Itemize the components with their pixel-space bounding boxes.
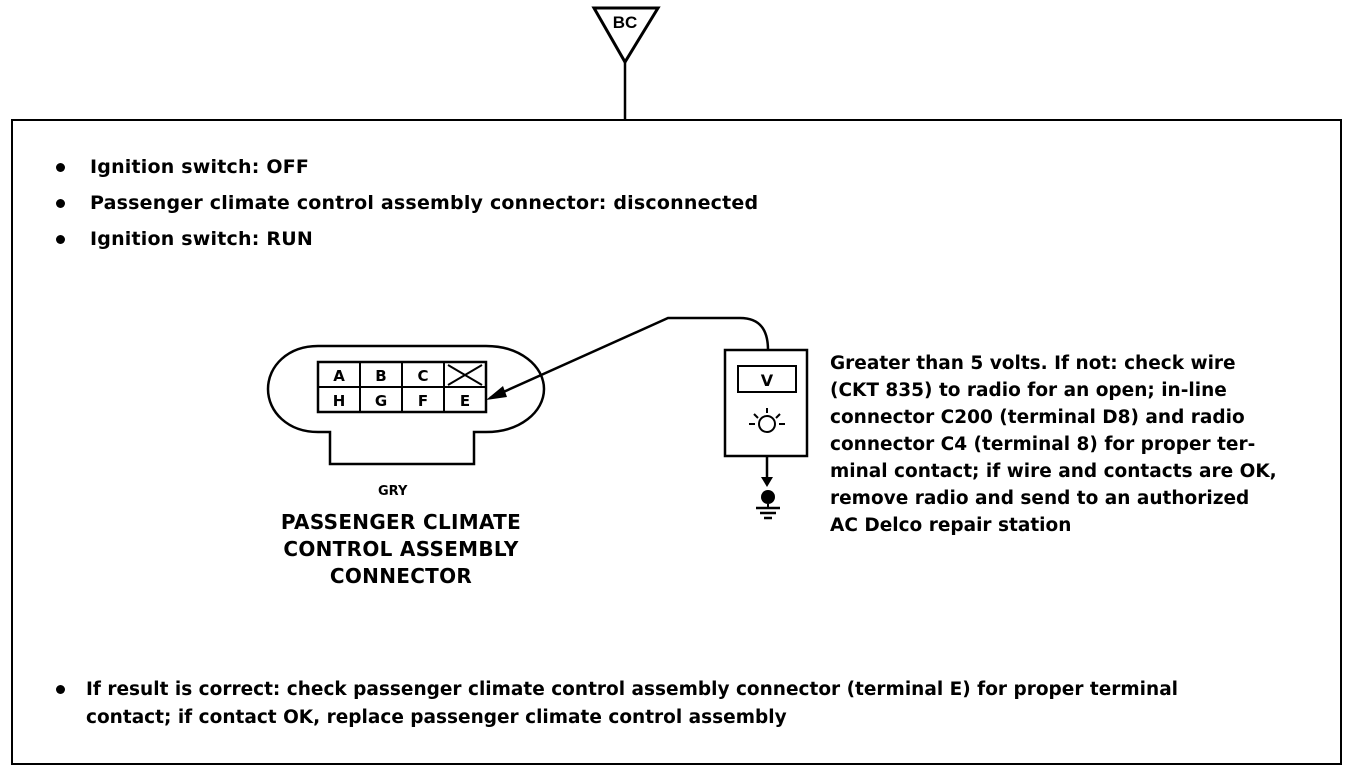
test-note: Greater than 5 volts. If not: check wire…	[830, 350, 1310, 539]
bullet-icon	[56, 163, 65, 172]
bc-symbol-label: BC	[613, 13, 638, 32]
test-note-line: connector C4 (terminal 8) for proper ter…	[830, 434, 1256, 455]
terminal-h: H	[333, 392, 346, 410]
result-text: If result is correct: check passenger cl…	[86, 676, 1286, 732]
test-note-line: (CKT 835) to radio for an open; in-line	[830, 380, 1227, 401]
terminal-e: E	[460, 392, 470, 410]
test-note-line: AC Delco repair station	[830, 515, 1072, 536]
ground-symbol-icon	[756, 506, 780, 520]
connector-title-line: CONNECTOR	[329, 564, 473, 588]
connector-color-label: GRY	[378, 484, 408, 499]
test-note-line: Greater than 5 volts. If not: check wire	[830, 353, 1236, 374]
step-1-text: Ignition switch: OFF	[90, 156, 310, 178]
bc-flow-symbol: BC	[591, 6, 661, 120]
terminal-b: B	[375, 367, 386, 385]
arrow-head-icon	[486, 386, 507, 400]
ground-probe-icon	[761, 490, 775, 504]
probe-lead	[486, 316, 770, 400]
bullet-icon	[56, 235, 65, 244]
voltmeter-label: V	[761, 371, 774, 390]
connector-drawing: A B C H G F E	[266, 344, 546, 466]
test-note-line: remove radio and send to an authorized	[830, 488, 1250, 509]
test-note-line: minal contact; if wire and contacts are …	[830, 461, 1277, 482]
step-2-text: Passenger climate control assembly conne…	[90, 192, 759, 214]
result-line: contact; if contact OK, replace passenge…	[86, 707, 787, 728]
terminal-g: G	[375, 392, 387, 410]
procedure-box	[11, 119, 1342, 765]
terminal-c: C	[417, 367, 428, 385]
bullet-icon	[56, 685, 65, 694]
result-line: If result is correct: check passenger cl…	[86, 679, 1179, 700]
terminal-a: A	[333, 367, 345, 385]
connector-title: PASSENGER CLIMATE CONTROL ASSEMBLY CONNE…	[242, 509, 560, 590]
terminal-f: F	[418, 392, 428, 410]
step-3-text: Ignition switch: RUN	[90, 228, 313, 250]
connector-title-line: PASSENGER CLIMATE	[280, 510, 522, 534]
voltmeter: V	[723, 348, 809, 520]
connector-title-line: CONTROL ASSEMBLY	[283, 537, 519, 561]
bullet-icon	[56, 199, 65, 208]
light-bulb-icon	[749, 408, 785, 433]
test-note-line: connector C200 (terminal D8) and radio	[830, 407, 1245, 428]
